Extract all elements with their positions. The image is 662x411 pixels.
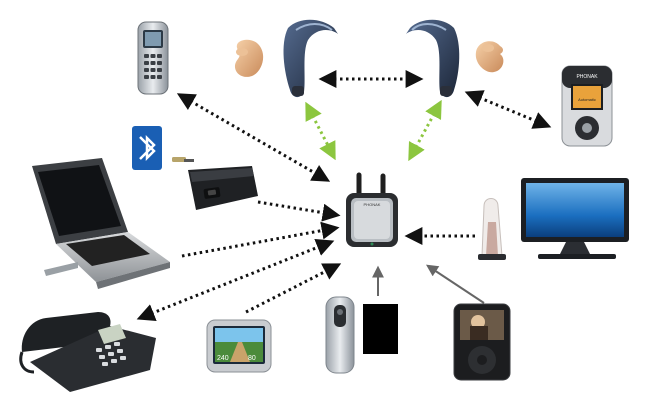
bluetooth-adapter — [172, 157, 258, 210]
in-ear-aid-right — [475, 41, 504, 73]
tv — [521, 178, 629, 259]
connection-lines — [136, 70, 552, 322]
remote-brand-label: PHONAK — [576, 74, 598, 80]
bluetooth-icon — [132, 126, 162, 170]
mobile-phone — [137, 21, 169, 95]
link-mobile-phone — [176, 93, 331, 182]
link-gps — [245, 263, 342, 314]
clip-microphone — [325, 296, 355, 374]
desk-phone — [19, 312, 156, 392]
link-remote — [464, 90, 552, 129]
hearing-aid-left — [283, 19, 338, 98]
gps-navigator: 240 80 — [206, 319, 272, 373]
remote-screen-text: Automatic — [578, 97, 596, 102]
link-desk-phone — [136, 238, 335, 322]
black-device — [363, 304, 398, 354]
laptop — [32, 158, 170, 289]
streamer-hub: PHONAK — [346, 172, 398, 247]
hearing-aid-links — [305, 99, 442, 162]
tv-adapter — [478, 198, 506, 260]
ipod-player — [453, 303, 511, 381]
gps-speed-right: 80 — [248, 355, 256, 362]
remote-control: PHONAK Automatic — [561, 65, 613, 147]
in-ear-aid-left — [234, 39, 264, 77]
link-bluetooth-adapter — [257, 200, 341, 222]
solid-arrows — [372, 264, 485, 304]
link-laptop — [181, 221, 340, 258]
gps-speed-left: 240 — [217, 355, 229, 362]
arrow-from-ipod — [425, 264, 485, 304]
streamer-brand-label: PHONAK — [364, 202, 381, 207]
hearing-aid-right — [406, 19, 460, 98]
